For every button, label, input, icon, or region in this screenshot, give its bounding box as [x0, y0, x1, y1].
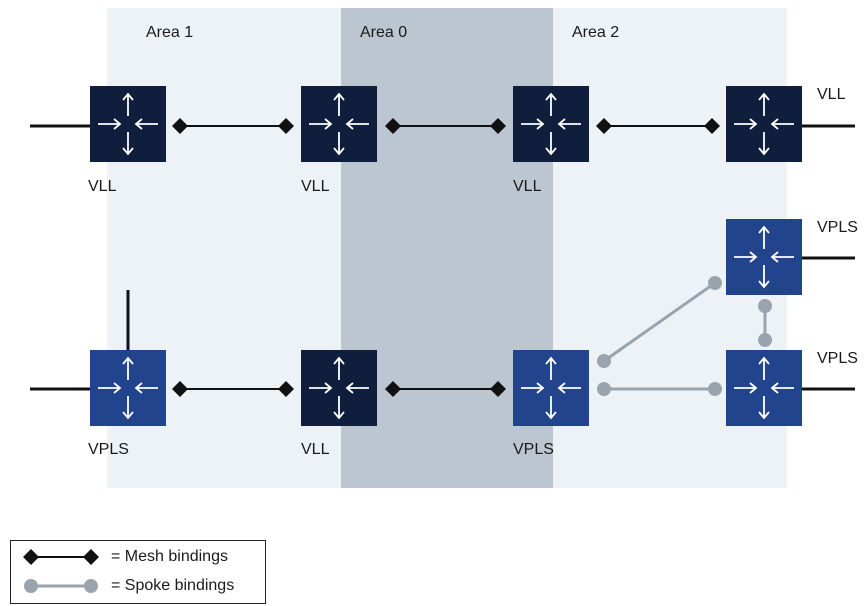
legend-spoke-row: = Spoke bindings — [11, 572, 267, 600]
router-icon — [301, 86, 377, 162]
router-icon — [90, 86, 166, 162]
mesh-binding-top-3 — [596, 118, 720, 134]
router-top-2[interactable] — [301, 86, 377, 162]
mesh-binding-bottom-2 — [385, 381, 506, 397]
router-icon — [513, 350, 589, 426]
router-top-1[interactable] — [90, 86, 166, 162]
router-icon — [513, 86, 589, 162]
spoke-binding-horizontal — [597, 382, 722, 396]
router-icon — [726, 86, 802, 162]
router-bottom-2[interactable] — [301, 350, 377, 426]
router-top-4-label: VLL — [817, 86, 846, 103]
mesh-binding-top-2 — [385, 118, 506, 134]
router-top-1-label: VLL — [88, 178, 117, 195]
router-icon — [726, 350, 802, 426]
spoke-binding-vertical — [758, 299, 772, 347]
router-bottom-1-label: VPLS — [88, 441, 129, 458]
router-bottom-3-label: VPLS — [513, 441, 554, 458]
mesh-binding-icon — [23, 549, 99, 565]
mesh-binding-top-1 — [172, 118, 294, 134]
router-icon — [726, 219, 802, 295]
router-top-2-label: VLL — [301, 178, 330, 195]
router-bottom-3[interactable] — [513, 350, 589, 426]
router-mid-right[interactable] — [726, 219, 802, 295]
area-2-label: Area 2 — [572, 24, 620, 41]
spoke-binding-diagonal — [597, 276, 722, 368]
router-icon — [301, 350, 377, 426]
legend-mesh-row: = Mesh bindings — [11, 543, 267, 571]
router-top-3[interactable] — [513, 86, 589, 162]
router-icon — [90, 350, 166, 426]
legend-spoke-label: = Spoke bindings — [111, 577, 235, 594]
router-top-4[interactable] — [726, 86, 802, 162]
spoke-binding-icon — [24, 579, 98, 593]
router-mid-right-label: VPLS — [817, 219, 858, 236]
area-1-label: Area 1 — [146, 24, 194, 41]
legend: = Mesh bindings = Spoke bindings — [10, 540, 266, 604]
router-bottom-4[interactable] — [726, 350, 802, 426]
area-0-label: Area 0 — [360, 24, 408, 41]
legend-mesh-label: = Mesh bindings — [111, 548, 228, 565]
router-bottom-4-label: VPLS — [817, 350, 858, 367]
mesh-binding-bottom-1 — [172, 381, 294, 397]
router-bottom-1[interactable] — [90, 350, 166, 426]
router-bottom-2-label: VLL — [301, 441, 330, 458]
router-top-3-label: VLL — [513, 178, 542, 195]
